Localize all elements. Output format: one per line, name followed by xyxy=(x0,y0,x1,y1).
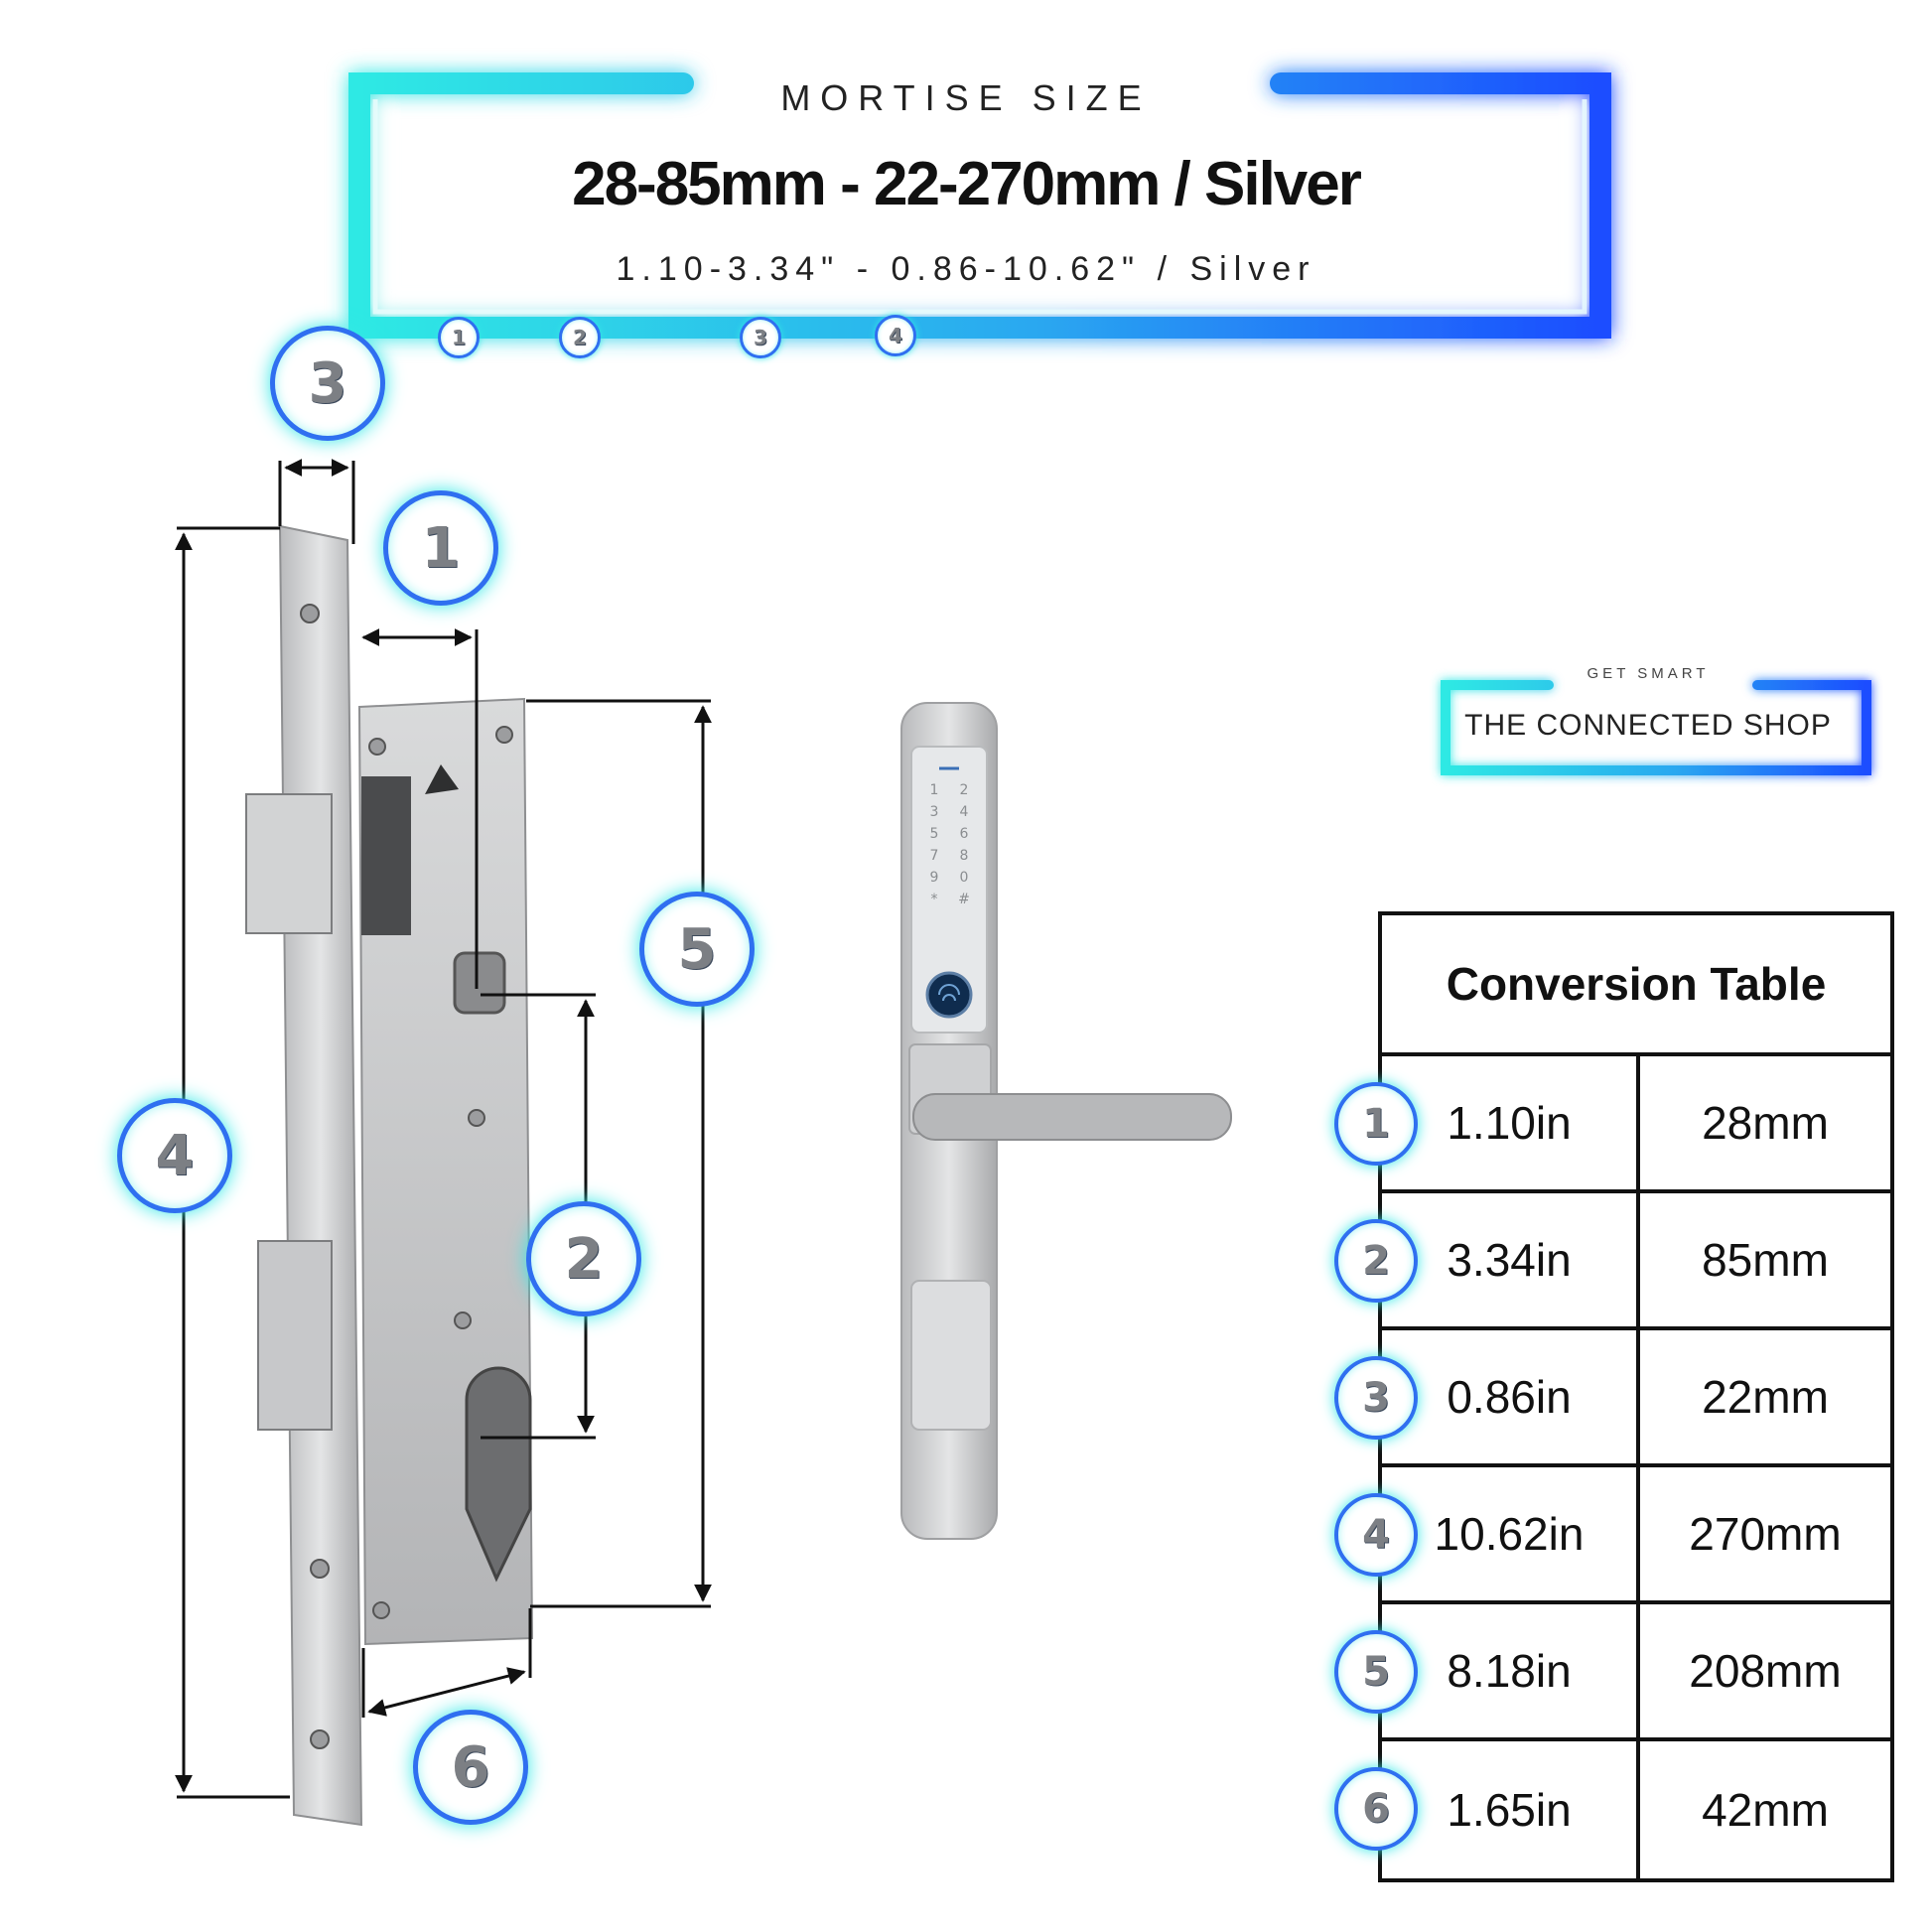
brand-tagline: GET SMART xyxy=(1587,665,1710,682)
mm-cell: 22mm xyxy=(1702,1371,1829,1423)
keypad-key: 7 xyxy=(929,848,939,864)
conversion-table-title: Conversion Table xyxy=(1382,915,1890,1056)
keypad-key: 2 xyxy=(959,782,969,798)
mm-cell: 28mm xyxy=(1702,1097,1829,1149)
keypad-key: # xyxy=(958,892,970,907)
keypad-key: 6 xyxy=(959,826,969,842)
table-row: 8.18in 208mm xyxy=(1382,1604,1890,1741)
dimension-callout-2: 2 xyxy=(526,1201,641,1316)
page-title: 28-85mm - 22-270mm / Silver xyxy=(572,150,1362,218)
inches-cell: 10.62in xyxy=(1382,1467,1640,1600)
table-row-badge: 4 xyxy=(1334,1493,1418,1577)
header-step-marker: 3 xyxy=(740,317,781,358)
inches-cell: 3.34in xyxy=(1382,1193,1640,1326)
table-row: 1.65in 42mm xyxy=(1382,1741,1890,1878)
keypad-key: 8 xyxy=(959,848,969,864)
brand-logo-frame xyxy=(1441,680,1871,775)
smart-lock-handle-image xyxy=(900,702,1232,1540)
mortise-lock-image xyxy=(245,524,534,1827)
dimension-callout-5: 5 xyxy=(639,892,755,1007)
table-row-badge: 1 xyxy=(1334,1082,1418,1166)
header-frame xyxy=(348,72,1611,339)
header-step-marker: 4 xyxy=(875,315,916,356)
mm-cell: 208mm xyxy=(1689,1645,1842,1697)
header-kicker: MORTISE SIZE xyxy=(780,77,1152,118)
table-row: 10.62in 270mm xyxy=(1382,1467,1890,1604)
keypad-key: 1 xyxy=(929,782,939,798)
keypad-key: 3 xyxy=(929,804,939,820)
table-row-badge: 5 xyxy=(1334,1630,1418,1714)
inches-cell: 1.10in xyxy=(1382,1056,1640,1189)
keypad-key: 4 xyxy=(959,804,969,820)
page-subtitle: 1.10-3.34" - 0.86-10.62" / Silver xyxy=(616,250,1316,288)
keypad-key: 9 xyxy=(929,870,939,886)
header-step-marker: 2 xyxy=(559,317,601,358)
table-row: 0.86in 22mm xyxy=(1382,1330,1890,1467)
table-row: 1.10in 28mm xyxy=(1382,1056,1890,1193)
keypad-key: 0 xyxy=(959,870,969,886)
brand-name: THE CONNECTED SHOP xyxy=(1464,709,1832,742)
table-row-badge: 3 xyxy=(1334,1356,1418,1440)
table-row-badge: 2 xyxy=(1334,1219,1418,1303)
dimension-callout-6: 6 xyxy=(413,1710,528,1825)
header-step-marker: 1 xyxy=(438,317,480,358)
keypad-key: * xyxy=(930,892,938,907)
dimension-callout-4: 4 xyxy=(117,1098,232,1213)
table-row-badge: 6 xyxy=(1334,1767,1418,1851)
handle-keypad: 1 2 3 4 5 6 7 8 9 0 * # xyxy=(919,782,979,907)
table-row: 3.34in 85mm xyxy=(1382,1193,1890,1330)
conversion-table: Conversion Table 1.10in 28mm 3.34in 85mm 0.8… xyxy=(1378,911,1894,1882)
inches-cell: 0.86in xyxy=(1382,1330,1640,1463)
inches-cell: 1.65in xyxy=(1382,1741,1640,1878)
inches-cell: 8.18in xyxy=(1382,1604,1640,1737)
dimension-callout-3: 3 xyxy=(270,326,385,441)
mm-cell: 42mm xyxy=(1702,1784,1829,1836)
keypad-key: 5 xyxy=(929,826,939,842)
mm-cell: 270mm xyxy=(1689,1508,1842,1560)
dimension-callout-1: 1 xyxy=(383,490,498,606)
mm-cell: 85mm xyxy=(1702,1234,1829,1286)
